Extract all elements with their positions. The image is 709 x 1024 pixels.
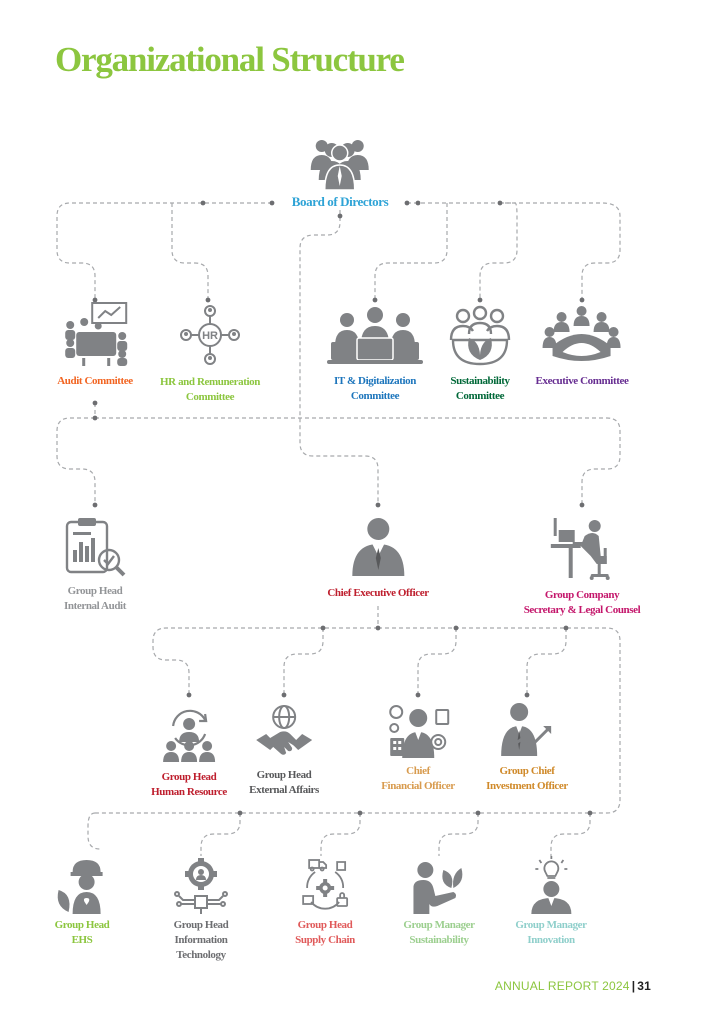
internal-audit-node: Group Head Internal Audit <box>64 516 126 614</box>
investment-growth-icon <box>501 703 551 756</box>
innovation-node: Group Manager Innovation <box>515 856 587 948</box>
it-digitalization-committee-node: IT & Digitalization Committee <box>327 304 423 404</box>
information-technology-label: Group Head Information Technology <box>173 919 229 961</box>
supply-chain-label: Group Head Supply Chain <box>295 919 355 946</box>
page-footer: ANNUAL REPORT 2024|31 <box>495 979 651 993</box>
cfo-label: Chief Financial Officer <box>381 765 455 792</box>
supply-chain-icon <box>302 859 348 910</box>
executive-person-icon <box>352 518 404 576</box>
desk-worker-icon <box>551 518 610 580</box>
cfo-node: Chief Financial Officer <box>381 702 455 794</box>
ehs-label: Group Head EHS <box>54 919 110 946</box>
hr-network-icon: HR <box>180 305 240 365</box>
internal-audit-label: Group Head Internal Audit <box>64 585 126 612</box>
hr-committee-label: HR and Remuneration Committee <box>160 376 260 403</box>
plant-hand-icon <box>412 862 462 914</box>
page-number: 31 <box>637 979 651 993</box>
board-label: Board of Directors <box>291 194 389 209</box>
svg-text:HR: HR <box>202 330 218 342</box>
supply-chain-node: Group Head Supply Chain <box>295 858 355 948</box>
it-committee-label: IT & Digitalization Committee <box>333 375 417 402</box>
human-resource-label: Group Head Human Resource <box>151 771 227 798</box>
audit-committee-label: Audit Committee <box>57 375 133 387</box>
sustainability-committee-node: Sustainability Committee <box>447 304 513 404</box>
board-of-directors-node: Board of Directors <box>292 136 389 209</box>
ceo-node: Chief Executive Officer <box>327 516 429 601</box>
innovation-label: Group Manager Innovation <box>515 919 587 946</box>
hr-remuneration-committee-node: HR HR and Remuneration Committee <box>160 304 260 405</box>
information-technology-node: Group Head Information Technology <box>173 858 229 963</box>
ehs-node: Group Head EHS <box>55 858 110 948</box>
hr-team-cycle-icon <box>163 709 215 762</box>
globe-handshake-icon <box>255 705 312 755</box>
board-group-icon <box>310 140 369 190</box>
footer-separator: | <box>631 979 636 993</box>
company-secretary-label: Group Company Secretary & Legal Counsel <box>523 589 641 616</box>
executive-committee-node: Executive Committee <box>536 304 629 389</box>
safety-helmet-icon <box>58 860 103 914</box>
finance-officer-icon <box>388 705 449 758</box>
lightbulb-person-icon <box>530 856 571 914</box>
executive-committee-label: Executive Committee <box>535 375 629 387</box>
external-affairs-label: Group Head External Affairs <box>249 769 319 796</box>
investment-officer-node: Group Chief Investment Officer <box>486 702 568 794</box>
laptop-team-icon <box>327 307 423 364</box>
report-name: ANNUAL REPORT 2024 <box>494 979 630 993</box>
human-resource-node: Group Head Human Resource <box>151 704 227 800</box>
audit-committee-node: Audit Committee <box>57 300 133 389</box>
page-title: Organizational Structure <box>55 40 405 79</box>
group-sustainability-label: Group Manager Sustainability <box>403 919 475 946</box>
investment-officer-label: Group Chief Investment Officer <box>486 765 568 792</box>
round-table-icon <box>542 306 621 361</box>
external-affairs-node: Group Head External Affairs <box>249 704 319 798</box>
sustainability-committee-label: Sustainability Committee <box>450 375 510 402</box>
group-sustainability-node: Group Manager Sustainability <box>403 858 475 948</box>
ceo-label: Chief Executive Officer <box>327 587 429 599</box>
people-leaf-icon <box>449 305 511 366</box>
company-secretary-node: Group Company Secretary & Legal Counsel <box>524 516 641 618</box>
audit-clipboard-icon <box>65 518 126 577</box>
gear-circuit-icon <box>174 858 228 914</box>
meeting-presentation-icon <box>64 302 127 366</box>
